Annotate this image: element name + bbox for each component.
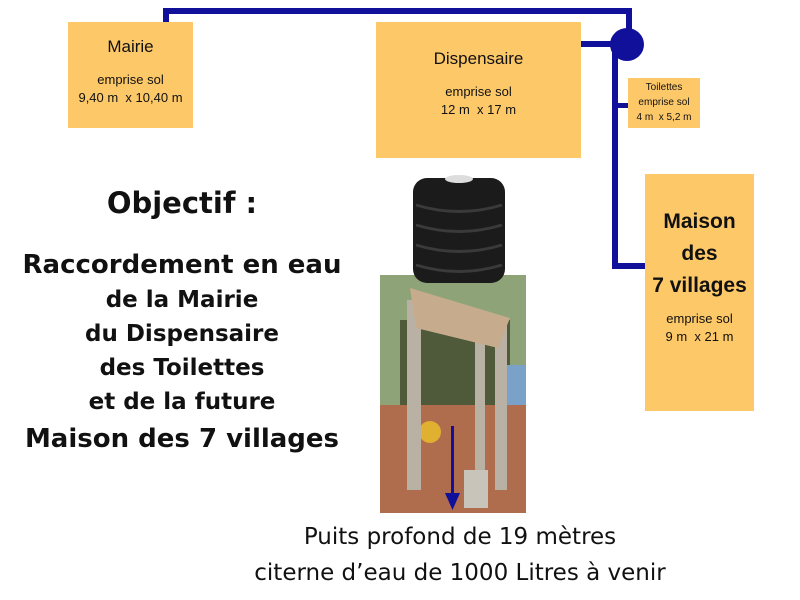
objective-line: des Toilettes — [99, 355, 265, 381]
mairie-label: emprise sol — [97, 72, 164, 87]
maison-name: Maison des 7 villages — [645, 206, 754, 302]
well-photo — [380, 175, 526, 513]
dispensaire-name: Dispensaire — [433, 49, 524, 68]
pipe-junction-node — [610, 28, 644, 61]
building-mairie: Mairie emprise sol 9,40 m x 10,40 m — [68, 22, 193, 128]
maison-size: 9 m x 21 m — [665, 329, 734, 344]
pipe-main-vertical — [612, 44, 618, 269]
mairie-size: 9,40 m x 10,40 m — [78, 90, 183, 105]
building-maison-des-7-villages: Maison des 7 villages emprise sol 9 m x … — [645, 174, 754, 411]
mairie-name: Mairie — [107, 37, 154, 56]
objective-title: Objectif : — [106, 186, 258, 220]
objective-line: et de la future — [88, 389, 276, 415]
dispensaire-label: emprise sol — [445, 84, 512, 99]
concrete-stand — [407, 288, 510, 508]
pipe-toilettes — [612, 103, 632, 108]
maison-name-line: des — [681, 242, 718, 265]
water-tank-icon — [413, 175, 505, 283]
toilettes-name: Toilettes — [645, 82, 683, 93]
yellow-jar — [419, 421, 441, 443]
maison-name-line: Maison — [663, 210, 736, 233]
pipe-junction-drop — [626, 8, 632, 38]
caption-line-2: citerne d’eau de 1000 Litres à venir — [254, 560, 666, 586]
pipe-top-horizontal — [163, 8, 632, 14]
maison-name-line: 7 villages — [652, 274, 747, 297]
building-dispensaire: Dispensaire emprise sol 12 m x 17 m — [376, 22, 581, 158]
dispensaire-size: 12 m x 17 m — [440, 102, 517, 117]
building-toilettes: Toilettes emprise sol 4 m x 5,2 m — [628, 78, 700, 128]
pipe-maison — [612, 263, 656, 269]
caption-line-1: Puits profond de 19 mètres — [303, 524, 617, 550]
toilettes-size: 4 m x 5,2 m — [636, 112, 692, 123]
objective-line: Maison des 7 villages — [24, 424, 340, 454]
pipe-mairie-vertical — [163, 8, 169, 24]
down-arrow-icon — [445, 426, 460, 510]
maison-label: emprise sol — [666, 311, 733, 326]
objective-line: Raccordement en eau — [22, 250, 342, 280]
pipe-dispensaire — [565, 41, 627, 47]
toilettes-label: emprise sol — [638, 97, 690, 108]
objective-line: du Dispensaire — [85, 321, 279, 347]
objective-line: de la Mairie — [105, 287, 259, 313]
